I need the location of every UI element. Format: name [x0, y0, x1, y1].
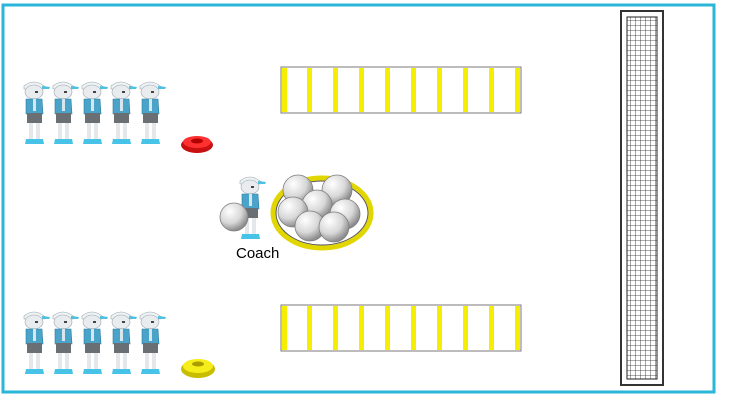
- ball-basket: [270, 174, 374, 251]
- red-cone-icon: [181, 136, 213, 153]
- bottom-agility-ladder: [280, 304, 522, 352]
- top-agility-ladder: [280, 66, 522, 114]
- coach-figure: [219, 176, 267, 240]
- volleyball-net: [620, 10, 664, 386]
- volleyball-icon: [318, 211, 350, 243]
- coach-ball-icon: [219, 202, 249, 232]
- yellow-cone-icon: [181, 359, 215, 378]
- coach-label: Coach: [236, 245, 280, 262]
